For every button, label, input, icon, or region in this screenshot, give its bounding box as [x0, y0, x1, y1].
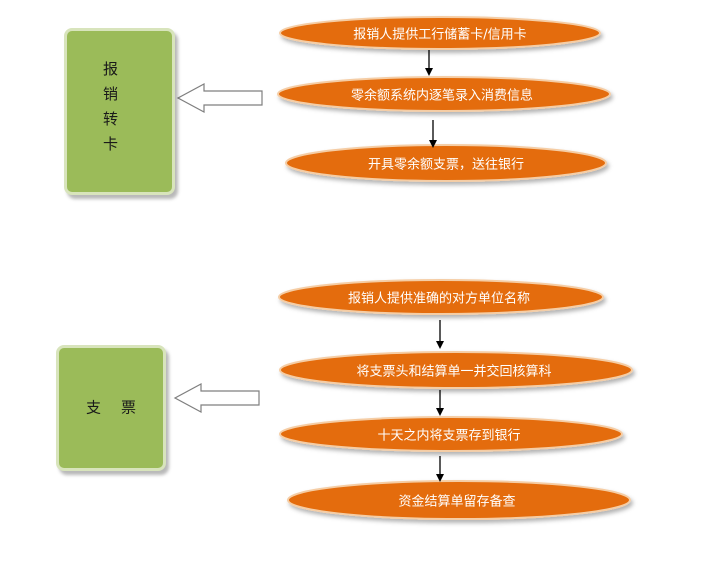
step-text: 将支票头和结算单一并交回核算科 — [356, 364, 552, 380]
step-text: 零余额系统内逐笔录入消费信息 — [350, 88, 534, 104]
block-arrow-left-bottom — [173, 382, 260, 414]
reimburse-to-card-box: 报 销 转 卡 — [64, 28, 175, 195]
step-text: 报销人提供准确的对方单位名称 — [347, 291, 531, 307]
step-pill-enter-info — [277, 76, 611, 112]
box-char: 报 — [102, 59, 118, 78]
step-pill-provide-unit-name — [278, 279, 604, 315]
step-pill-issue-check — [285, 144, 607, 182]
step-text: 十天之内将支票存到银行 — [377, 428, 521, 444]
step-pill-keep-record — [287, 480, 631, 520]
box-char: 卡 — [102, 134, 118, 153]
box-char: 票 — [121, 398, 137, 417]
box-char: 转 — [102, 109, 118, 128]
step-text: 报销人提供工行储蓄卡/信用卡 — [353, 27, 527, 43]
step-text: 开具零余额支票，送往银行 — [367, 157, 525, 173]
box-char: 支 — [85, 398, 101, 417]
check-box: 支票 — [56, 345, 166, 471]
box-char: 销 — [102, 84, 118, 103]
step-pill-provide-card — [279, 16, 601, 50]
block-arrow-left-top — [176, 82, 263, 114]
step-text: 资金结算单留存备查 — [398, 494, 516, 510]
step-pill-deposit-check — [279, 416, 623, 452]
check-label: 支票 — [59, 396, 163, 421]
step-pill-return-stub — [279, 351, 633, 389]
reimburse-to-card-label: 报 销 转 卡 — [49, 57, 172, 157]
